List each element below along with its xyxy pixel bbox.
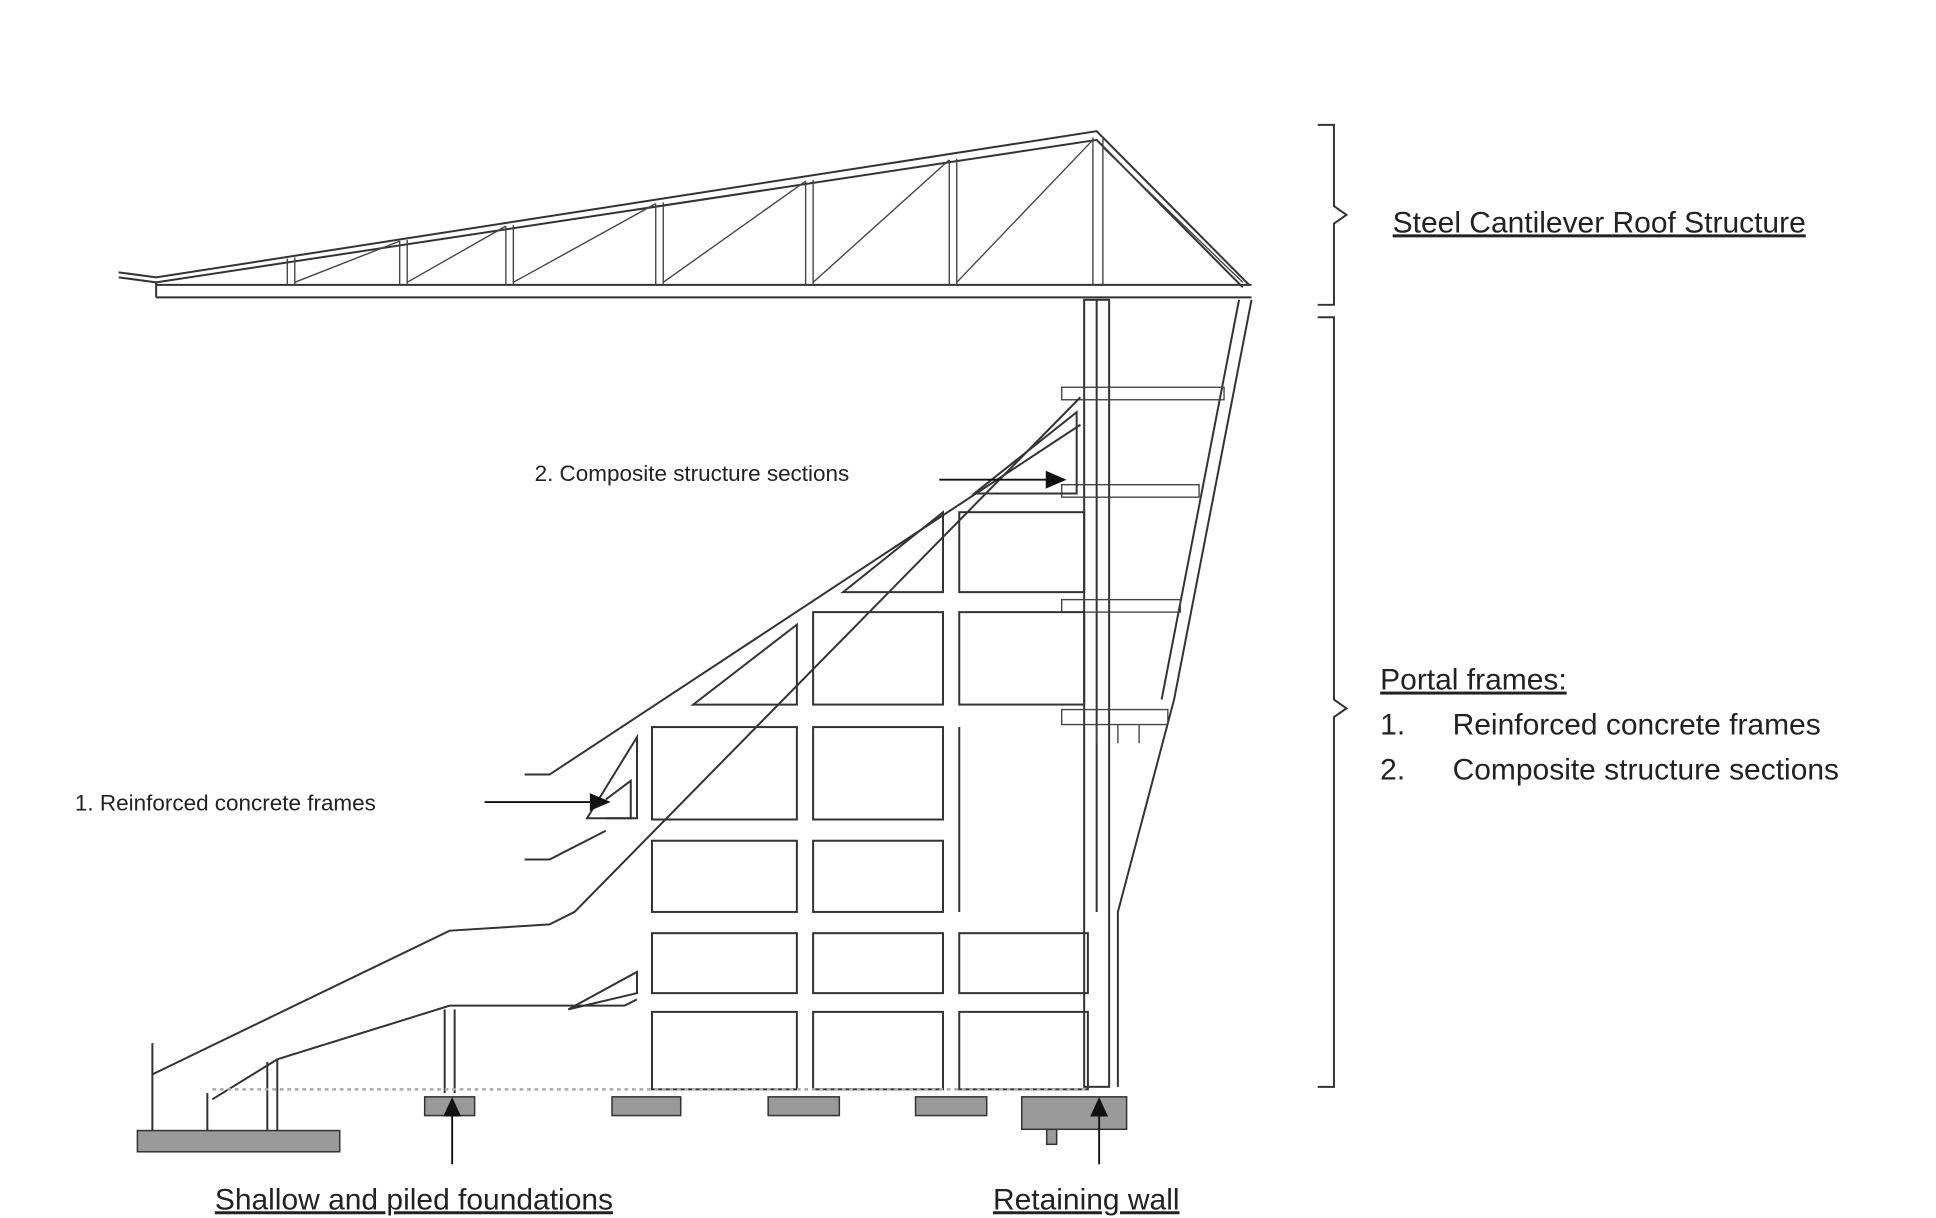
portal-item-1-text: Reinforced concrete frames bbox=[1453, 709, 1821, 742]
foundations bbox=[136, 1096, 1128, 1153]
portal-item-2-number: 2. bbox=[1380, 754, 1405, 787]
reinforced-concrete-frames bbox=[151, 396, 1089, 1131]
portal-item-1-number: 1. bbox=[1380, 709, 1405, 742]
steel-cantilever-roof bbox=[118, 130, 1252, 299]
foundations-label: Shallow and piled foundations bbox=[215, 1183, 613, 1216]
retaining-wall-label: Retaining wall bbox=[993, 1183, 1180, 1216]
portal-frames-title: Portal frames: bbox=[1380, 664, 1567, 697]
roof-brace bbox=[1317, 123, 1349, 306]
portal-item-2-text: Composite structure sections bbox=[1453, 754, 1839, 787]
roof-structure-label: Steel Cantilever Roof Structure bbox=[1393, 206, 1806, 239]
concrete-callout-label: 1. Reinforced concrete frames bbox=[75, 791, 376, 816]
arrows bbox=[443, 470, 1109, 1165]
portal-frames-brace bbox=[1317, 316, 1349, 1088]
composite-callout-label: 2. Composite structure sections bbox=[535, 461, 850, 486]
composite-structure bbox=[1060, 298, 1253, 1088]
